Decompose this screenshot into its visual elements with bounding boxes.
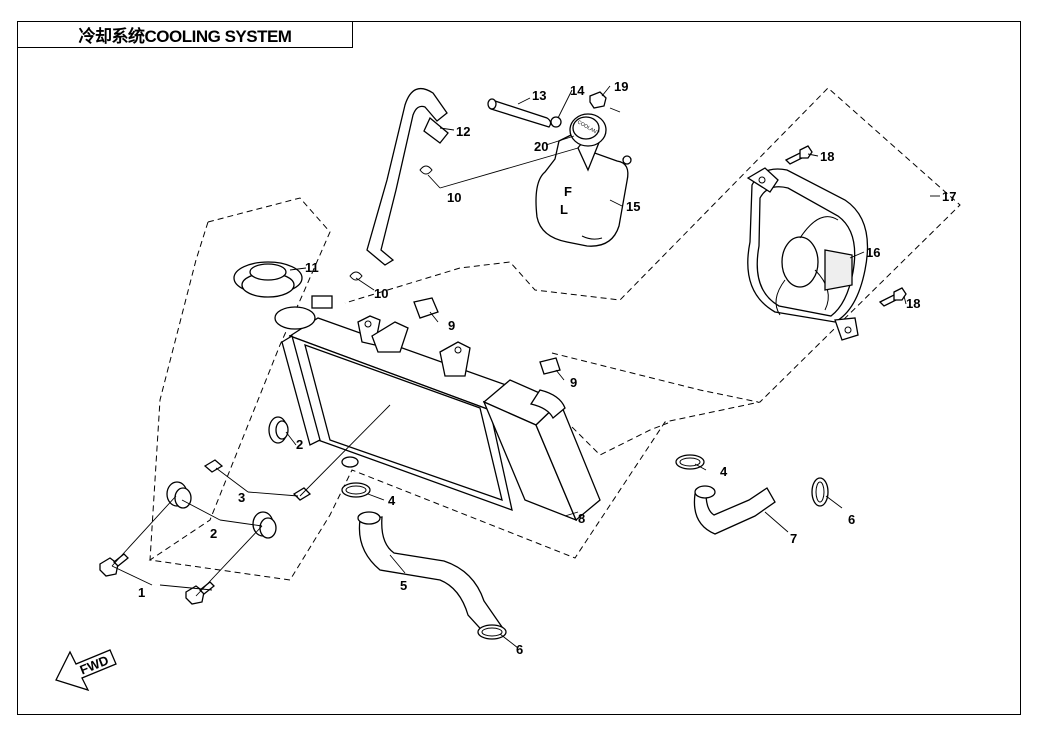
grommet-2-upper	[268, 416, 289, 444]
callout-7: 7	[790, 531, 797, 546]
callout-labels: 1 2 2 3 4 4 5 6 6 7 8 9 9 10 10 11 12 13…	[138, 79, 956, 657]
callout-3: 3	[238, 490, 245, 505]
callout-6-right: 6	[848, 512, 855, 527]
bolt-1-lower	[185, 581, 215, 605]
hose-clamp-4-left	[341, 482, 371, 498]
callout-8: 8	[578, 511, 585, 526]
hose-clamp-6-right	[811, 477, 829, 507]
callout-4-left: 4	[388, 493, 396, 508]
callout-2-lower: 2	[210, 526, 217, 541]
callout-16: 16	[866, 245, 880, 260]
reserve-tank	[535, 130, 632, 247]
radiator-cap	[233, 261, 303, 298]
hose-clip-10-top	[419, 165, 433, 175]
radiator	[274, 295, 601, 522]
drawing-frame	[17, 21, 1021, 715]
breather-hose	[487, 98, 552, 128]
tank-mark-low: L	[560, 202, 568, 217]
callout-15: 15	[626, 199, 640, 214]
tank-cap	[569, 113, 607, 147]
bolt-1-upper	[99, 553, 129, 577]
title-box: 冷却系统COOLING SYSTEM	[17, 21, 353, 48]
hose-clamp-6-bottom	[477, 624, 507, 640]
overflow-hose	[366, 87, 449, 266]
callout-12: 12	[456, 124, 470, 139]
callout-4-right: 4	[720, 464, 728, 479]
page-title: 冷却系统COOLING SYSTEM	[78, 27, 292, 46]
clip-14	[550, 116, 562, 128]
callout-17: 17	[942, 189, 956, 204]
leader-lines	[111, 85, 940, 649]
callout-13: 13	[532, 88, 546, 103]
callout-10-bottom: 10	[374, 286, 388, 301]
fwd-arrow-icon: FWD	[55, 649, 117, 692]
callout-20: 20	[534, 139, 548, 154]
bolt-18-bottom	[878, 287, 907, 307]
callout-19: 19	[614, 79, 628, 94]
callout-14: 14	[570, 83, 585, 98]
bolt-18-top	[784, 145, 813, 165]
callout-18-bottom: 18	[906, 296, 920, 311]
callout-18-top: 18	[820, 149, 834, 164]
callout-11: 11	[305, 260, 319, 275]
lower-hose-5	[357, 511, 503, 638]
callout-9-right: 9	[570, 375, 577, 390]
tank-mark-full: F	[564, 184, 572, 199]
hose-clip-10-bottom	[349, 271, 363, 281]
fwd-label: FWD	[78, 652, 111, 677]
clip-nut-9-right	[539, 357, 561, 375]
clip-nut-9-top	[413, 297, 439, 319]
dashed-outline-radiator-group	[148, 87, 961, 581]
grommet-2-left	[166, 481, 192, 509]
callout-5: 5	[400, 578, 407, 593]
callout-1: 1	[138, 585, 145, 600]
callout-2-upper: 2	[296, 437, 303, 452]
collar-3-upper	[203, 459, 224, 473]
callout-6-bottom: 6	[516, 642, 523, 657]
callout-10-top: 10	[447, 190, 461, 205]
outlet-hose-7	[693, 485, 776, 535]
fan-assembly	[746, 167, 869, 341]
callout-9-top: 9	[448, 318, 455, 333]
